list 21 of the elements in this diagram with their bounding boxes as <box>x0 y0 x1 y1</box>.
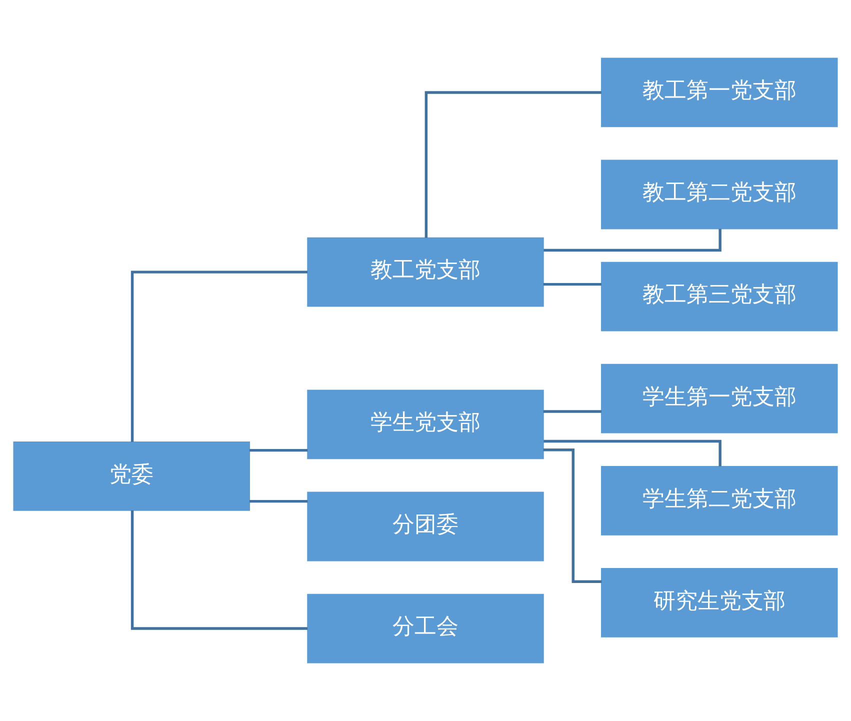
connector <box>249 448 308 452</box>
connector <box>130 270 308 442</box>
node-box: 学生第一党支部 <box>601 364 838 434</box>
connector <box>543 282 602 286</box>
node-box: 教工第三党支部 <box>601 262 838 332</box>
connector <box>544 228 722 252</box>
connector <box>424 91 602 238</box>
node-box: 教工第一党支部 <box>601 58 838 128</box>
node-box: 学生第二党支部 <box>601 466 838 536</box>
node-box: 分团委 <box>307 492 544 562</box>
node-box: 分工会 <box>307 594 544 664</box>
node-box: 教工第二党支部 <box>601 160 838 230</box>
node-box: 研究生党支部 <box>601 568 838 638</box>
connector <box>130 510 308 630</box>
connector <box>249 500 308 503</box>
connector <box>543 410 602 413</box>
node-box: 学生党支部 <box>307 390 544 460</box>
node-box: 教工党支部 <box>307 237 544 307</box>
node-box: 党委 <box>13 441 250 511</box>
connector <box>544 440 722 466</box>
connector <box>543 448 602 583</box>
